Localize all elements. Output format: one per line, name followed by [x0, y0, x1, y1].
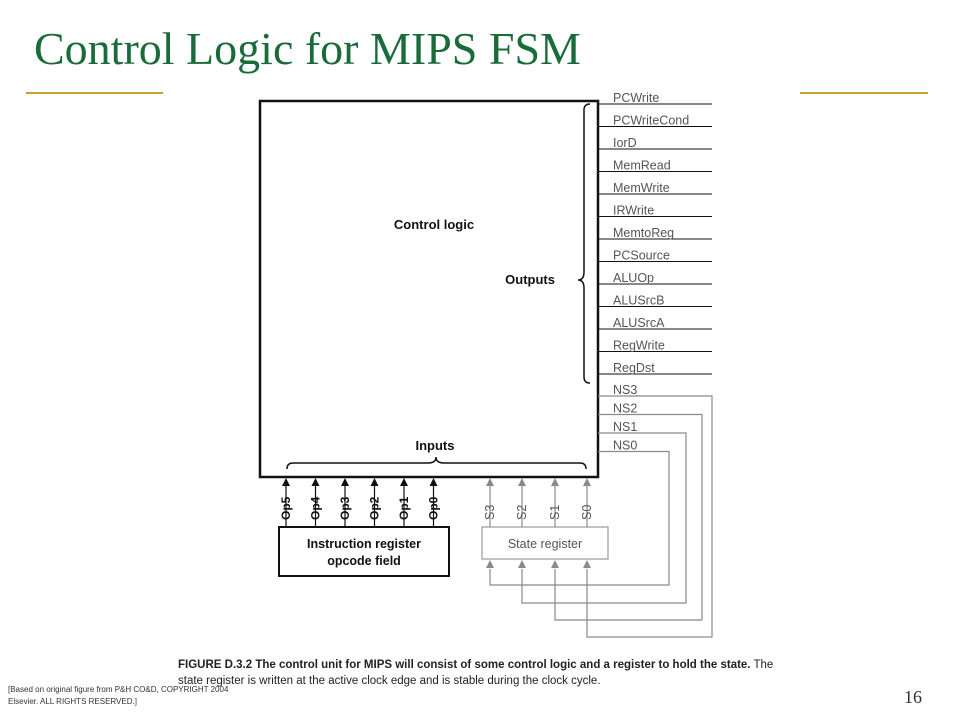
state-arrow-s0: [583, 478, 591, 486]
opcode-label-op1: Op1: [397, 496, 411, 520]
opcode-label-op3: Op3: [338, 496, 352, 520]
feedback-arrow-ns0: [486, 560, 494, 568]
output-label-regdst: RegDst: [613, 361, 655, 375]
figure-caption: FIGURE D.3.2 The control unit for MIPS w…: [178, 657, 798, 689]
control-logic-block: [258, 99, 600, 479]
opcode-arrow-op2: [370, 478, 379, 486]
inputs-label: Inputs: [416, 438, 455, 453]
opcode-label-op5: Op5: [279, 496, 293, 520]
feedback-wire-ns0: [489, 450, 670, 586]
output-label-aluop: ALUOp: [613, 271, 654, 285]
state-arrow-s2: [518, 478, 526, 486]
opcode-field-label: opcode field: [327, 554, 401, 568]
output-label-pcsource: PCSource: [613, 249, 670, 263]
opcode-label-op4: Op4: [309, 496, 323, 520]
opcode-arrow-op4: [311, 478, 320, 486]
next-state-label-ns3: NS3: [613, 383, 637, 397]
next-state-label-ns2: NS2: [613, 402, 637, 416]
output-label-irwrite: IRWrite: [613, 204, 654, 218]
caption-lead: FIGURE D.3.2 The control unit for MIPS w…: [178, 659, 751, 671]
opcode-arrow-op3: [341, 478, 349, 486]
opcode-arrow-op5: [282, 478, 290, 486]
output-label-pcwrite: PCWrite: [613, 91, 659, 105]
state-label-s0: S0: [580, 505, 594, 520]
instruction-register-block: [278, 526, 450, 577]
output-label-pcwritecond: PCWriteCond: [613, 114, 689, 128]
output-label-memread: MemRead: [613, 159, 671, 173]
feedback-wire-ns3: [586, 395, 713, 638]
state-label-s3: S3: [483, 505, 497, 520]
next-state-label-ns0: NS0: [613, 439, 637, 453]
slide-title: Control Logic for MIPS FSM: [34, 23, 581, 74]
feedback-arrow-ns1: [518, 560, 526, 568]
state-register-label: State register: [508, 537, 582, 551]
state-label-s1: S1: [548, 505, 562, 520]
output-label-alusrcb: ALUSrcB: [613, 294, 664, 308]
output-label-alusrca: ALUSrcA: [613, 316, 665, 330]
outputs-label: Outputs: [505, 272, 555, 287]
opcode-arrow-op0: [429, 478, 438, 486]
state-arrow-s3: [486, 478, 494, 486]
title-rule-left: [26, 92, 163, 94]
state-label-s2: S2: [515, 505, 529, 520]
output-label-regwrite: RegWrite: [613, 339, 665, 353]
next-state-label-ns1: NS1: [613, 420, 637, 434]
output-label-iord: IorD: [613, 136, 637, 150]
caption-rest: The state register is written at the act…: [178, 659, 774, 687]
output-label-memwrite: MemWrite: [613, 181, 670, 195]
feedback-wire-ns1: [521, 432, 687, 604]
inputs-brace: [286, 456, 587, 470]
opcode-arrow-op1: [400, 478, 408, 486]
feedback-arrow-ns3: [583, 560, 591, 568]
opcode-label-op2: Op2: [368, 496, 382, 520]
instruction-register-label: Instruction register: [307, 537, 421, 551]
page-number: 16: [904, 687, 922, 707]
state-register-block: [481, 526, 609, 560]
opcode-label-op0: Op0: [427, 496, 441, 520]
outputs-brace: [577, 103, 591, 384]
feedback-arrow-ns2: [551, 560, 559, 568]
control-logic-label: Control logic: [394, 217, 474, 232]
output-label-memtoreg: MemtoReg: [613, 226, 674, 240]
title-rule-right: [800, 92, 928, 94]
source-note: [Based on original figure from P&H CO&D,…: [8, 685, 229, 706]
state-arrow-s1: [551, 478, 559, 486]
